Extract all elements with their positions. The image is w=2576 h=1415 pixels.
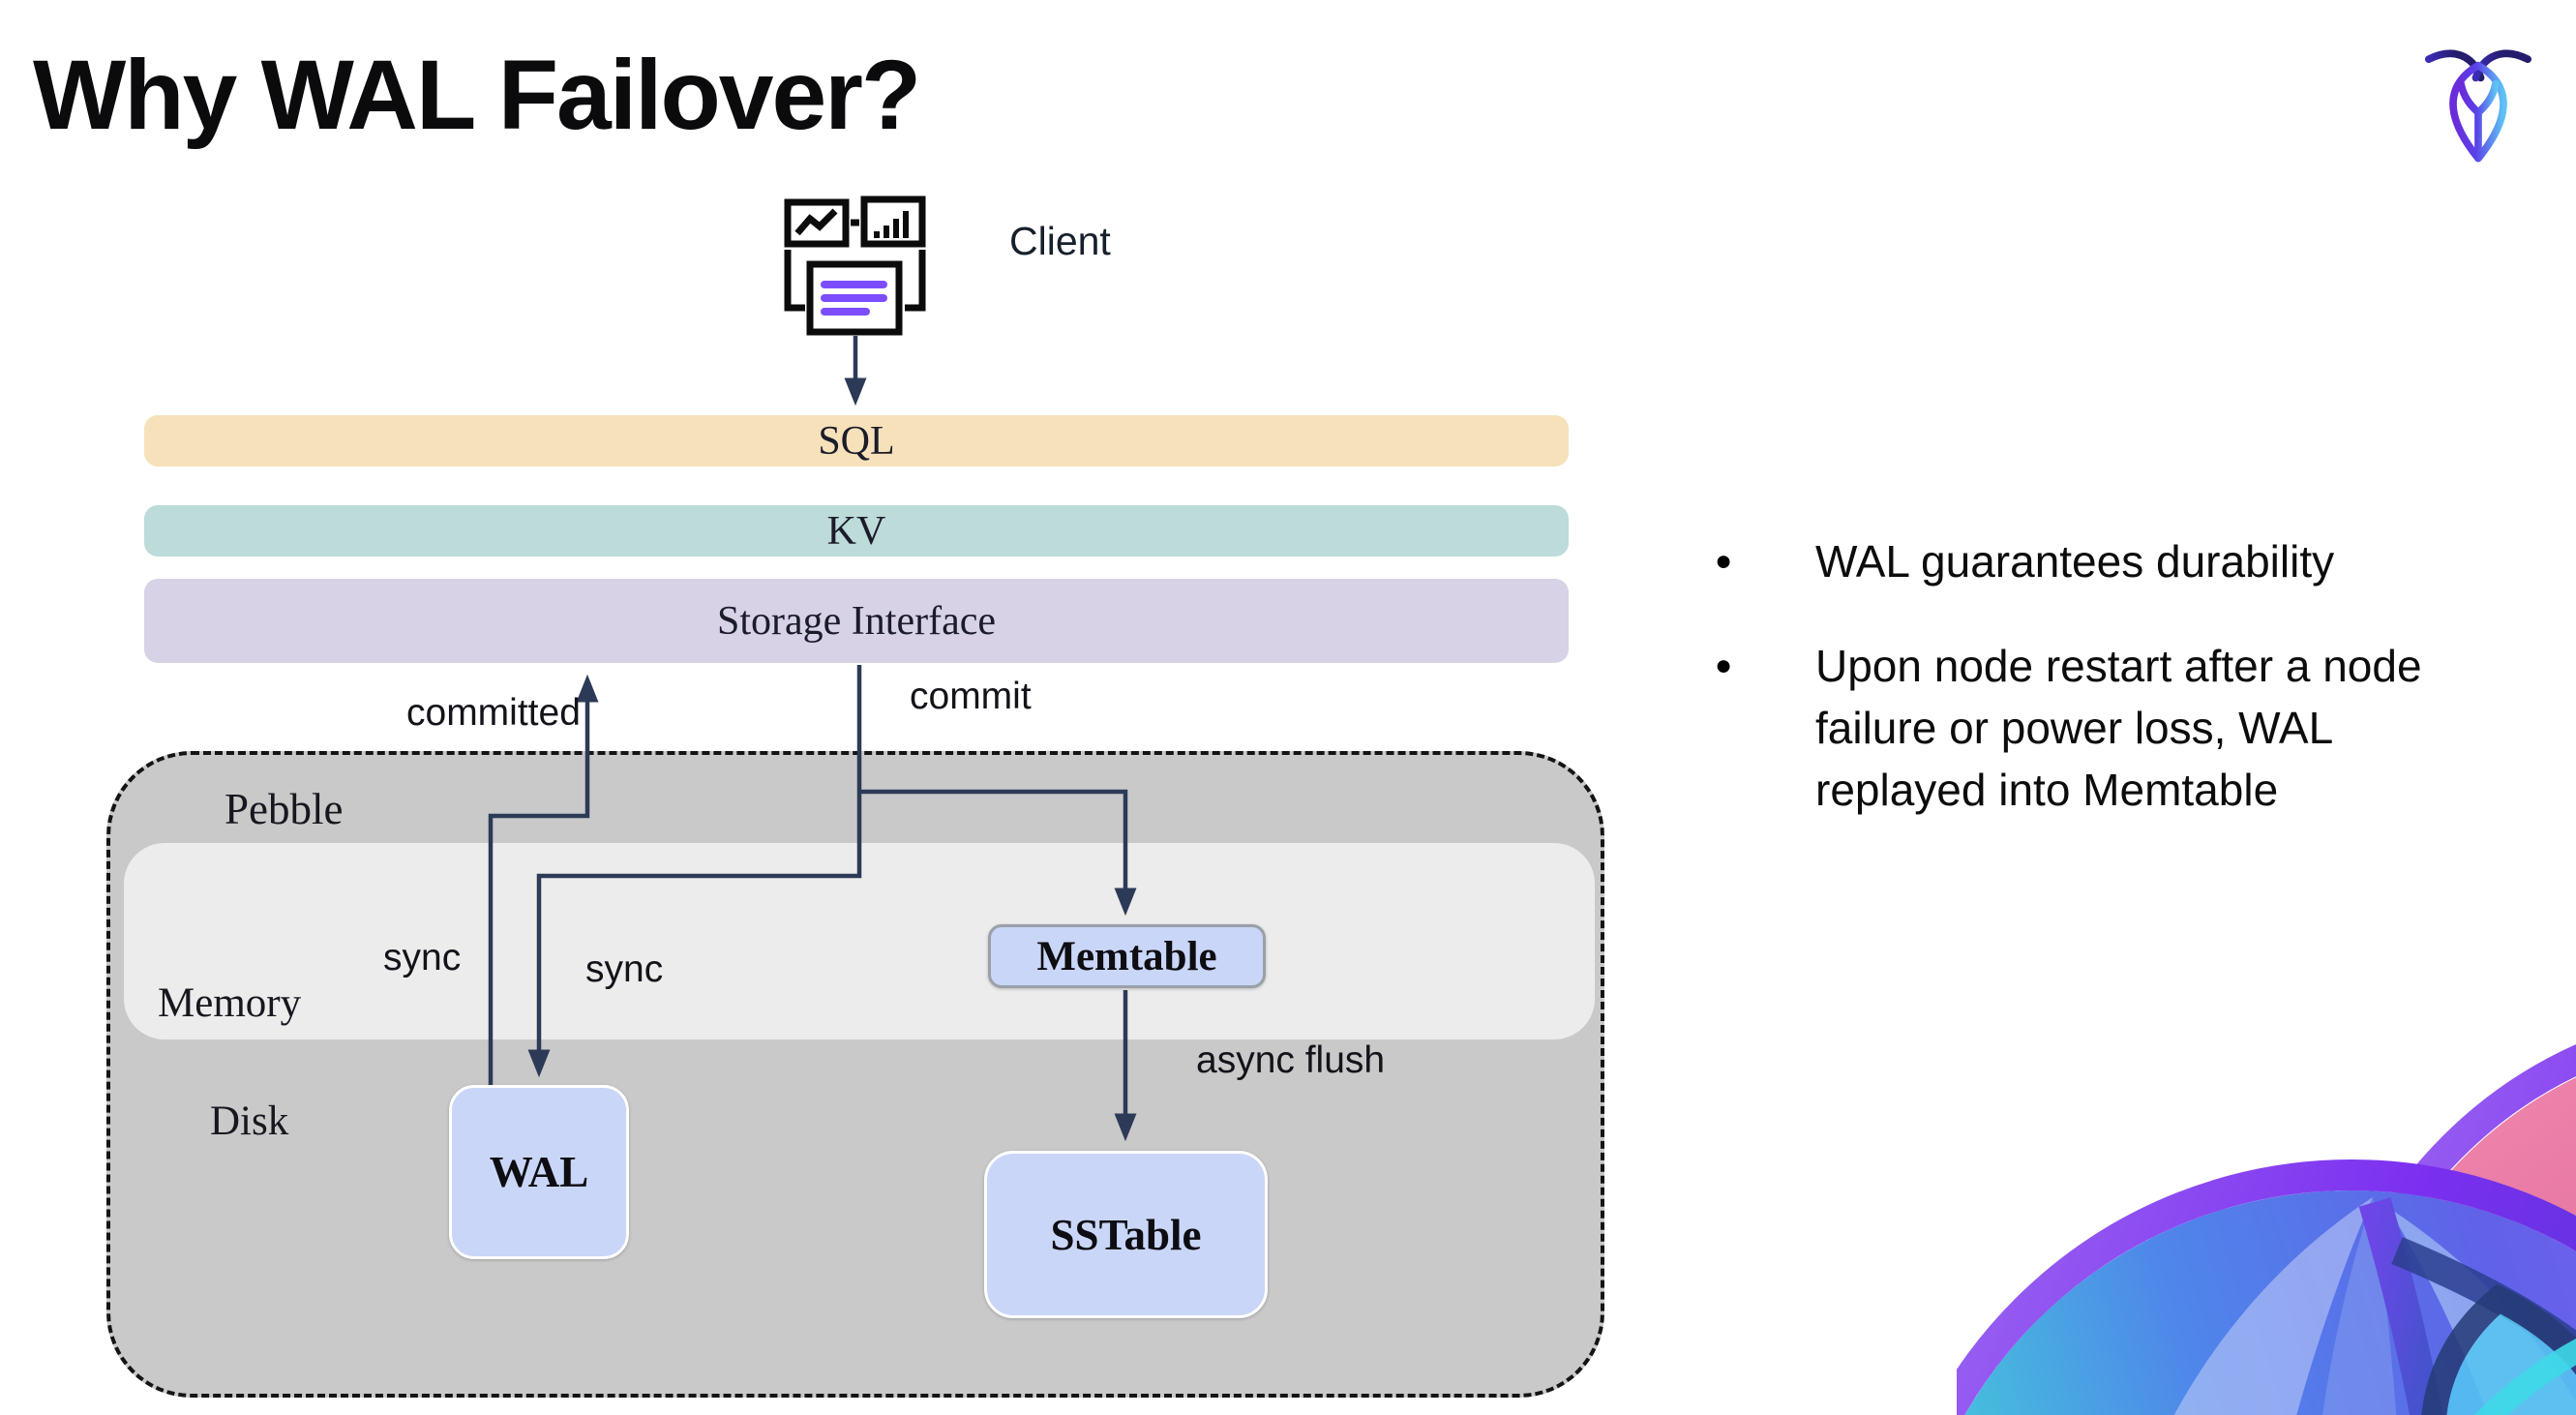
bullet-text: Upon node restart after a node failure o… [1815, 641, 2422, 815]
left-bracket-icon [784, 250, 805, 312]
committed-label: committed [406, 692, 581, 734]
layer-kv: KV [144, 505, 1569, 557]
layer-storage-interface: Storage Interface [144, 579, 1569, 663]
layer-sql: SQL [144, 415, 1569, 467]
right-bracket-icon [905, 250, 926, 312]
list-item: ● Upon node restart after a node failure… [1715, 635, 2528, 821]
layer-storage-label: Storage Interface [717, 598, 996, 644]
layer-sql-label: SQL [818, 418, 895, 464]
memtable-box: Memtable [988, 924, 1266, 988]
client-label: Client [1009, 219, 1111, 263]
pebble-label: Pebble [225, 785, 344, 833]
bullet-text: WAL guarantees durability [1815, 536, 2335, 587]
sync-right-label: sync [585, 948, 664, 990]
bar-chart-icon [860, 196, 926, 248]
memtable-label: Memtable [1036, 933, 1217, 979]
commit-label: commit [910, 676, 1032, 717]
sync-left-label: sync [383, 937, 462, 978]
sstable-box: SSTable [984, 1151, 1268, 1318]
list-item: ● WAL guarantees durability [1715, 530, 2528, 592]
page-title: Why WAL Failover? [33, 40, 921, 150]
layer-kv-label: KV [826, 508, 886, 554]
bullet-dot-icon: ● [1715, 545, 1733, 577]
bullet-dot-icon: ● [1715, 649, 1733, 681]
memory-region [124, 843, 1595, 1039]
bullet-list: ● WAL guarantees durability ● Upon node … [1715, 530, 2528, 863]
disk-label: Disk [210, 1099, 289, 1144]
client-terminal-icon [784, 196, 926, 336]
cockroachdb-logo-icon [2424, 49, 2532, 163]
line-chart-icon [784, 198, 850, 248]
sstable-label: SSTable [1050, 1210, 1202, 1259]
brand-orb-graphic [1957, 1044, 2576, 1415]
async-flush-label: async flush [1196, 1039, 1386, 1081]
wal-label: WAL [489, 1148, 589, 1196]
memory-label: Memory [158, 980, 302, 1026]
wal-box: WAL [449, 1085, 629, 1259]
